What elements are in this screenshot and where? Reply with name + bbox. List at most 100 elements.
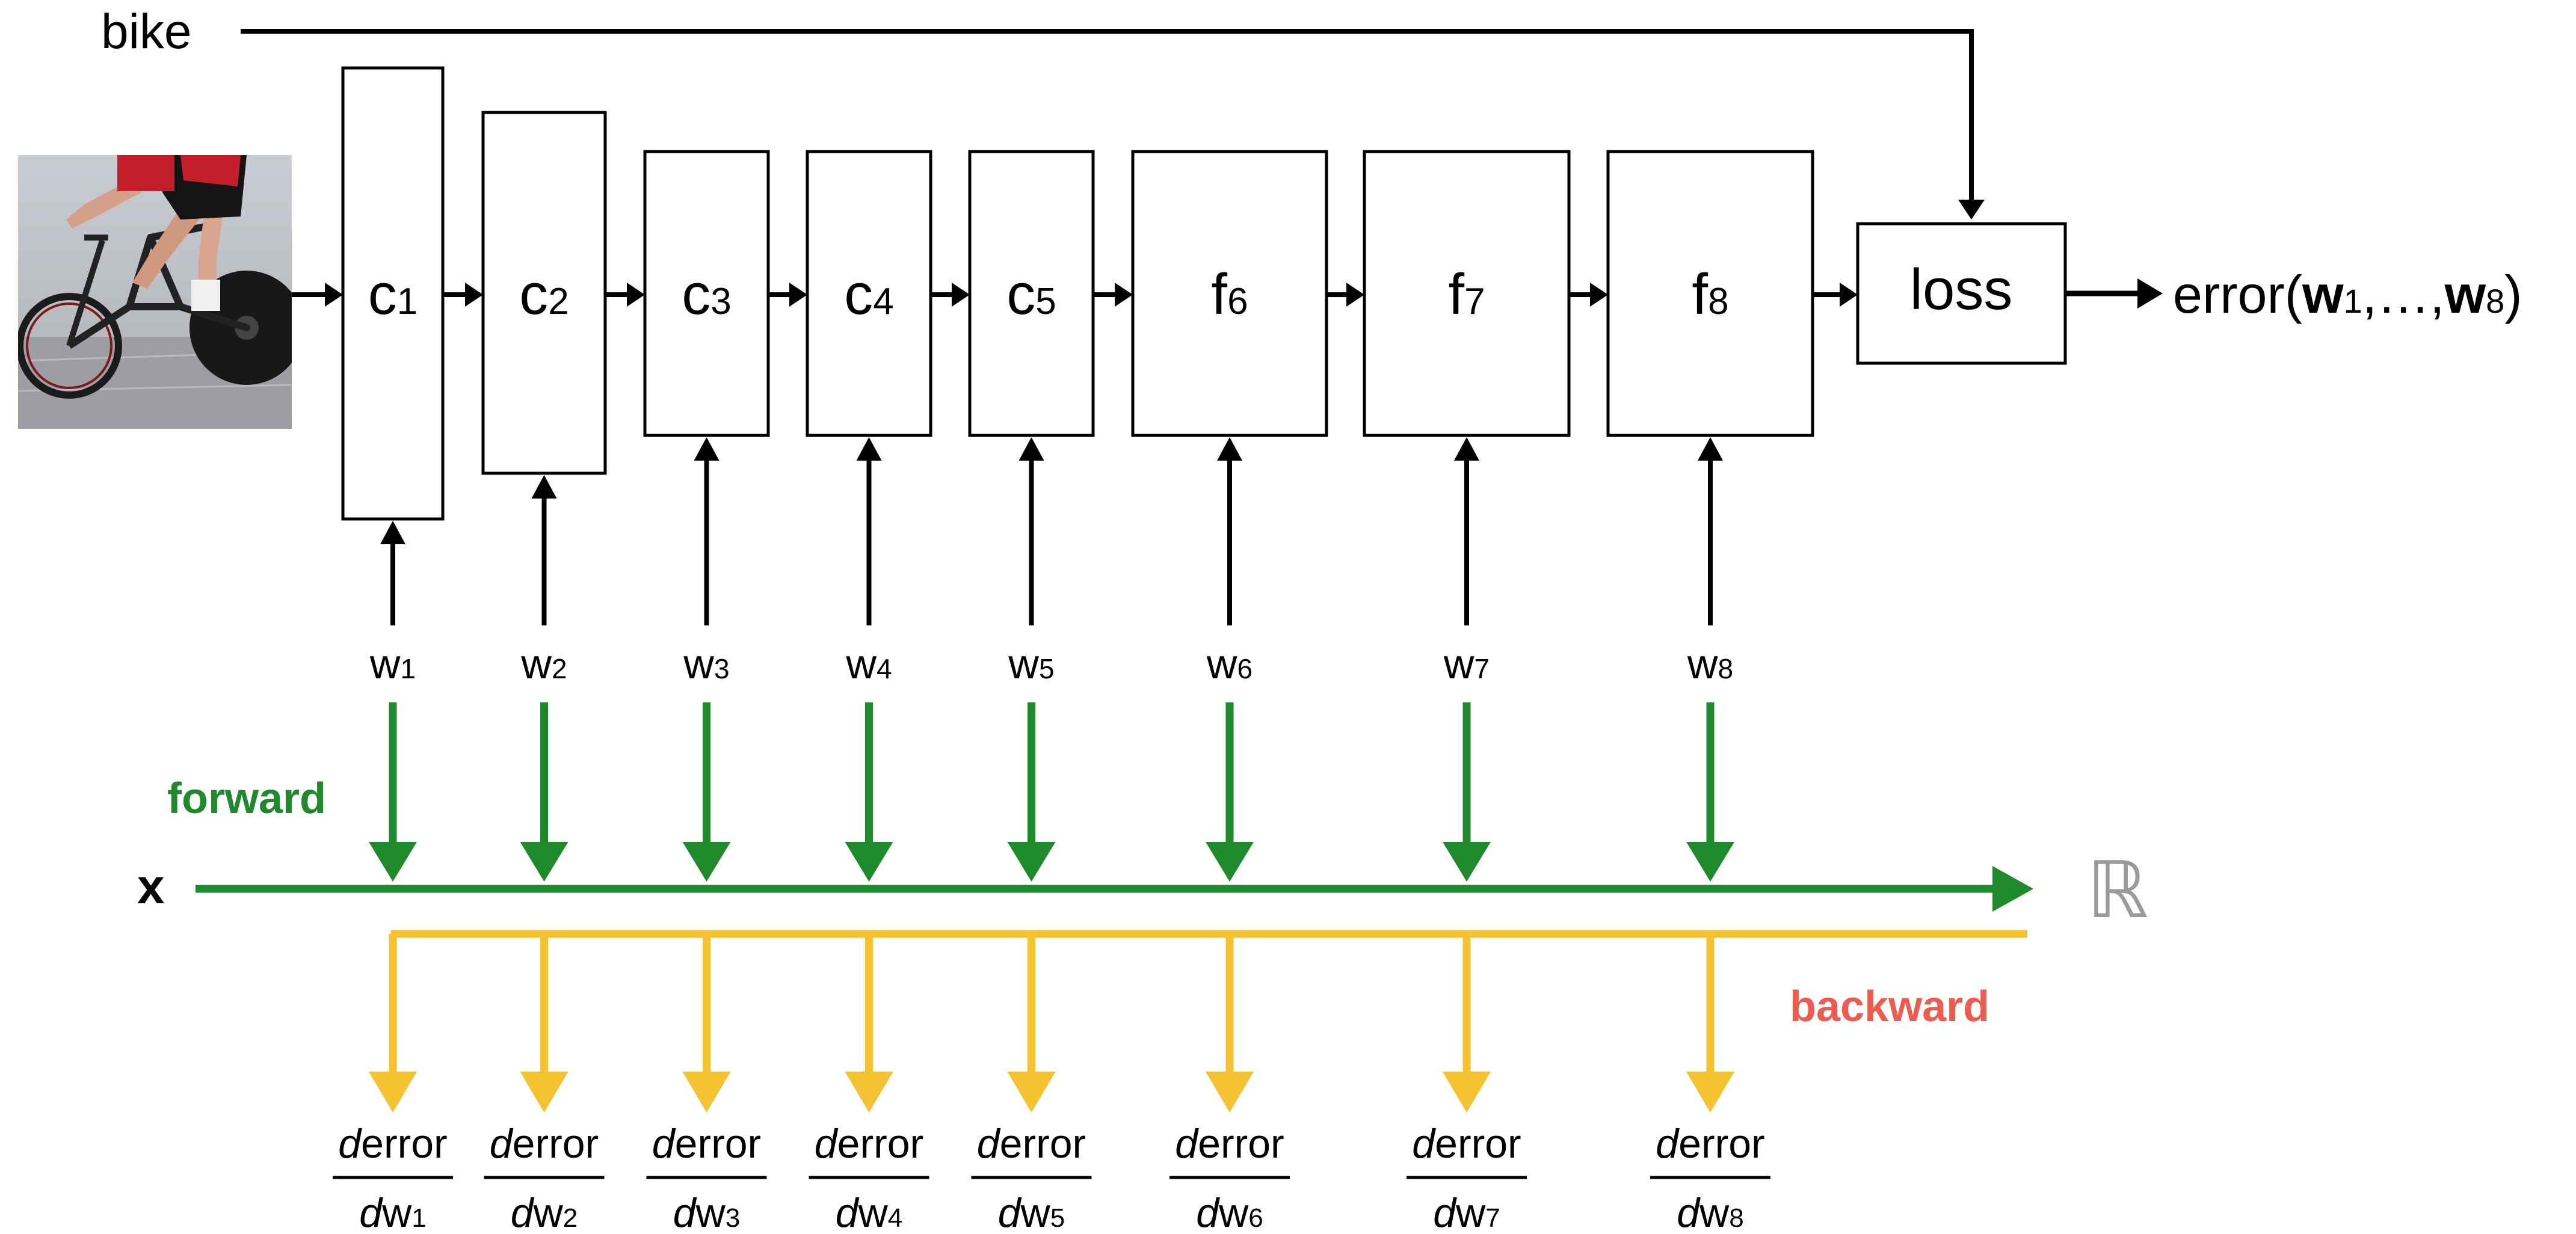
forward-arrowhead-8: [1686, 842, 1734, 882]
weight-up-arrowhead-4: [856, 437, 882, 461]
derivative-error-7: error: [1435, 1121, 1521, 1167]
derivative-d-3: d: [652, 1121, 676, 1167]
weight-label-4: w4: [845, 640, 892, 687]
output-sub-last: 8: [2486, 282, 2504, 320]
derivative-w-5: w: [1020, 1190, 1051, 1234]
layer-letter-1: c: [368, 262, 397, 327]
weight-label-5: w5: [1008, 640, 1054, 687]
derivative-w-2: w: [533, 1190, 564, 1234]
derivative-error-2: error: [513, 1121, 599, 1167]
backward-arrowhead-4: [845, 1072, 893, 1113]
layer-box-6: [1131, 150, 1328, 437]
forward-axis-arrowhead: [1992, 866, 2033, 912]
derivative-w-7: w: [1455, 1190, 1486, 1234]
weight-index-2: 2: [552, 653, 567, 684]
derivative-denominator-2: dw2: [511, 1190, 578, 1234]
derivative-dd-4: d: [836, 1190, 860, 1234]
layer-arrowhead-3: [789, 283, 807, 307]
layer-letter-3: c: [682, 262, 710, 327]
layer-index-3: 3: [710, 281, 731, 322]
derivative-dd-7: d: [1433, 1190, 1457, 1234]
weight-label-2: w2: [520, 640, 567, 687]
bike-to-loss-line: [241, 29, 1974, 201]
weight-up-arrowhead-5: [1018, 437, 1044, 461]
weight-index-8: 8: [1718, 653, 1733, 684]
backward-arrowhead-1: [369, 1072, 417, 1113]
label-bike: bike: [101, 4, 191, 59]
derivative-index-1: 1: [411, 1203, 426, 1233]
derivative-dd-2: d: [511, 1190, 535, 1234]
weight-letter-2: w: [520, 640, 552, 687]
derivative-error-5: error: [1000, 1121, 1086, 1167]
derivative-dd-3: d: [673, 1190, 697, 1234]
layer-arrowhead-5: [1115, 283, 1133, 307]
layer-arrowhead-8: [1840, 283, 1858, 307]
layer-index-2: 2: [548, 281, 569, 322]
layer-index-4: 4: [873, 281, 893, 322]
layer-letter-7: f: [1448, 262, 1464, 327]
derivative-d-1: d: [338, 1121, 362, 1167]
layer-label-7: f7: [1448, 262, 1485, 327]
forward-arrowhead-6: [1206, 842, 1254, 882]
derivative-d-2: d: [490, 1121, 514, 1167]
backward-arrowhead-3: [682, 1072, 731, 1113]
weight-columns: w1derrordw1w2derrordw2w3derrordw3w4derro…: [333, 437, 1770, 1234]
derivative-d-4: d: [815, 1121, 839, 1167]
layer-label-4: c4: [844, 262, 893, 327]
output-suffix: ): [2504, 265, 2522, 324]
layer-label-1: c1: [368, 262, 418, 327]
input-image: [18, 155, 292, 429]
derivative-denominator-7: dw7: [1433, 1190, 1500, 1234]
forward-arrowhead-1: [369, 842, 417, 882]
layer-arrowhead-7: [1590, 283, 1608, 307]
layer-box-4: [806, 150, 932, 437]
output-ellipsis: ,…,: [2362, 265, 2445, 324]
layer-arrowhead-1: [465, 283, 483, 307]
loss-label: loss: [1910, 257, 2013, 322]
label-backward: backward: [1790, 983, 1989, 1031]
backward-arrowhead-5: [1007, 1072, 1056, 1113]
weight-letter-7: w: [1443, 640, 1474, 687]
derivative-index-8: 8: [1729, 1203, 1743, 1233]
layer-letter-8: f: [1692, 262, 1708, 327]
derivative-dd-6: d: [1196, 1190, 1220, 1234]
derivative-dd-5: d: [998, 1190, 1022, 1234]
derivative-numerator-2: derror: [490, 1121, 599, 1167]
layer-index-7: 7: [1464, 281, 1485, 322]
weight-index-5: 5: [1039, 653, 1055, 684]
derivative-denominator-4: dw4: [836, 1190, 902, 1234]
layer-index-5: 5: [1035, 281, 1056, 322]
derivative-w-8: w: [1699, 1190, 1730, 1234]
derivative-index-4: 4: [888, 1203, 902, 1233]
weight-index-4: 4: [877, 653, 892, 684]
derivative-numerator-7: derror: [1412, 1121, 1521, 1167]
layer-index-6: 6: [1227, 281, 1248, 322]
derivative-error-3: error: [675, 1121, 762, 1167]
output-label: error(w1,…,w8): [2173, 265, 2522, 324]
layer-box-8: [1606, 150, 1814, 437]
image-to-layer-arrowhead: [325, 283, 343, 307]
weight-up-arrowhead-1: [380, 521, 405, 544]
weight-index-7: 7: [1474, 653, 1490, 684]
derivative-denominator-1: dw1: [359, 1190, 426, 1234]
label-reals: ℝ: [2087, 846, 2149, 934]
forward-arrowhead-2: [520, 842, 569, 882]
derivative-w-4: w: [858, 1190, 889, 1234]
derivative-denominator-8: dw8: [1677, 1190, 1743, 1234]
layer-label-3: c3: [682, 262, 731, 327]
derivative-w-3: w: [695, 1190, 726, 1234]
derivative-w-6: w: [1218, 1190, 1249, 1234]
loss-to-error-arrowhead: [2137, 278, 2163, 308]
derivative-error-6: error: [1198, 1121, 1284, 1167]
layer-box-3: [643, 150, 770, 437]
derivative-index-6: 6: [1248, 1203, 1263, 1233]
backward-arrowhead-2: [520, 1072, 569, 1113]
backward-arrowhead-8: [1686, 1072, 1734, 1113]
layer-letter-6: f: [1211, 262, 1227, 327]
derivative-denominator-6: dw6: [1196, 1190, 1263, 1234]
layer-index-8: 8: [1708, 281, 1728, 322]
derivative-dd-1: d: [359, 1190, 383, 1234]
derivative-denominator-5: dw5: [998, 1190, 1065, 1234]
derivative-w-1: w: [381, 1190, 412, 1234]
